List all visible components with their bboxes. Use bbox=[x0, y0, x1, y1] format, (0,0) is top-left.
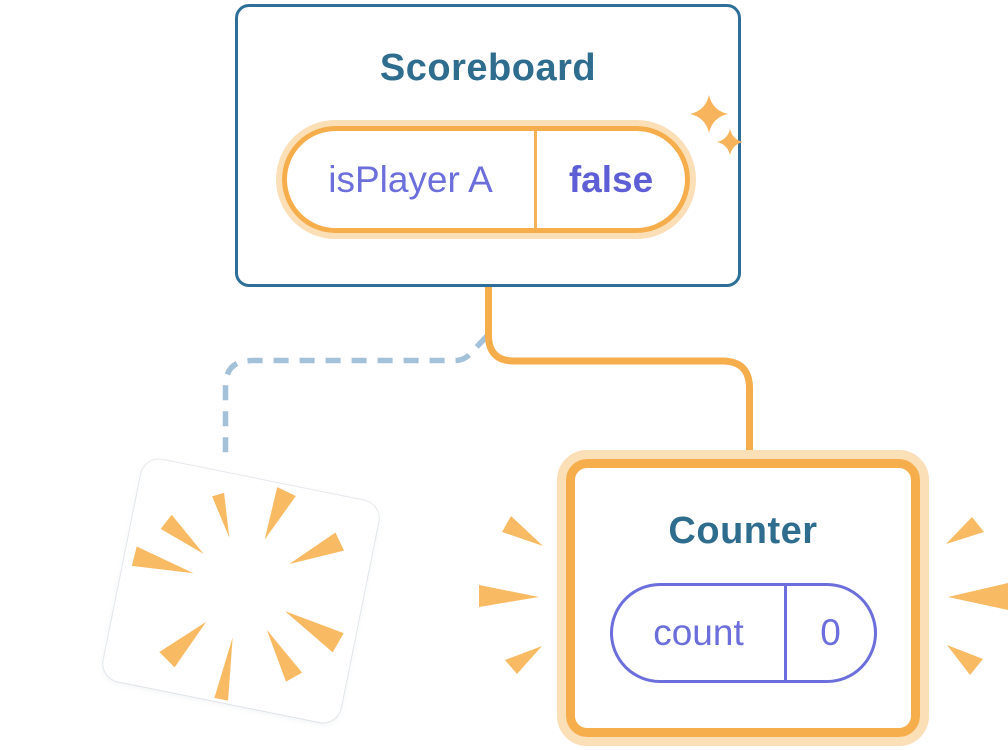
connector-solid-counter bbox=[485, 287, 753, 453]
scoreboard-card: Scoreboard isPlayer A false bbox=[235, 4, 741, 287]
counter-state-pill: count 0 bbox=[610, 583, 877, 683]
scoreboard-state-pill-inner: isPlayer A false bbox=[282, 126, 690, 233]
state-value-label: 0 bbox=[820, 612, 841, 653]
state-key-label: count bbox=[653, 612, 744, 653]
counter-card-inner: Counter count 0 bbox=[566, 459, 920, 737]
state-value-label: false bbox=[568, 158, 654, 200]
counter-card: Counter count 0 bbox=[557, 450, 929, 746]
counter-title: Counter bbox=[668, 510, 818, 552]
poof-icon bbox=[131, 487, 345, 701]
pill-divider bbox=[784, 586, 787, 680]
removed-component-card bbox=[100, 456, 382, 726]
pill-divider bbox=[534, 131, 537, 228]
scoreboard-title: Scoreboard bbox=[379, 47, 597, 89]
state-key-label: isPlayer A bbox=[328, 158, 493, 200]
scoreboard-state-pill: isPlayer A false bbox=[276, 120, 696, 239]
connector-dashed-removed bbox=[222, 334, 490, 463]
